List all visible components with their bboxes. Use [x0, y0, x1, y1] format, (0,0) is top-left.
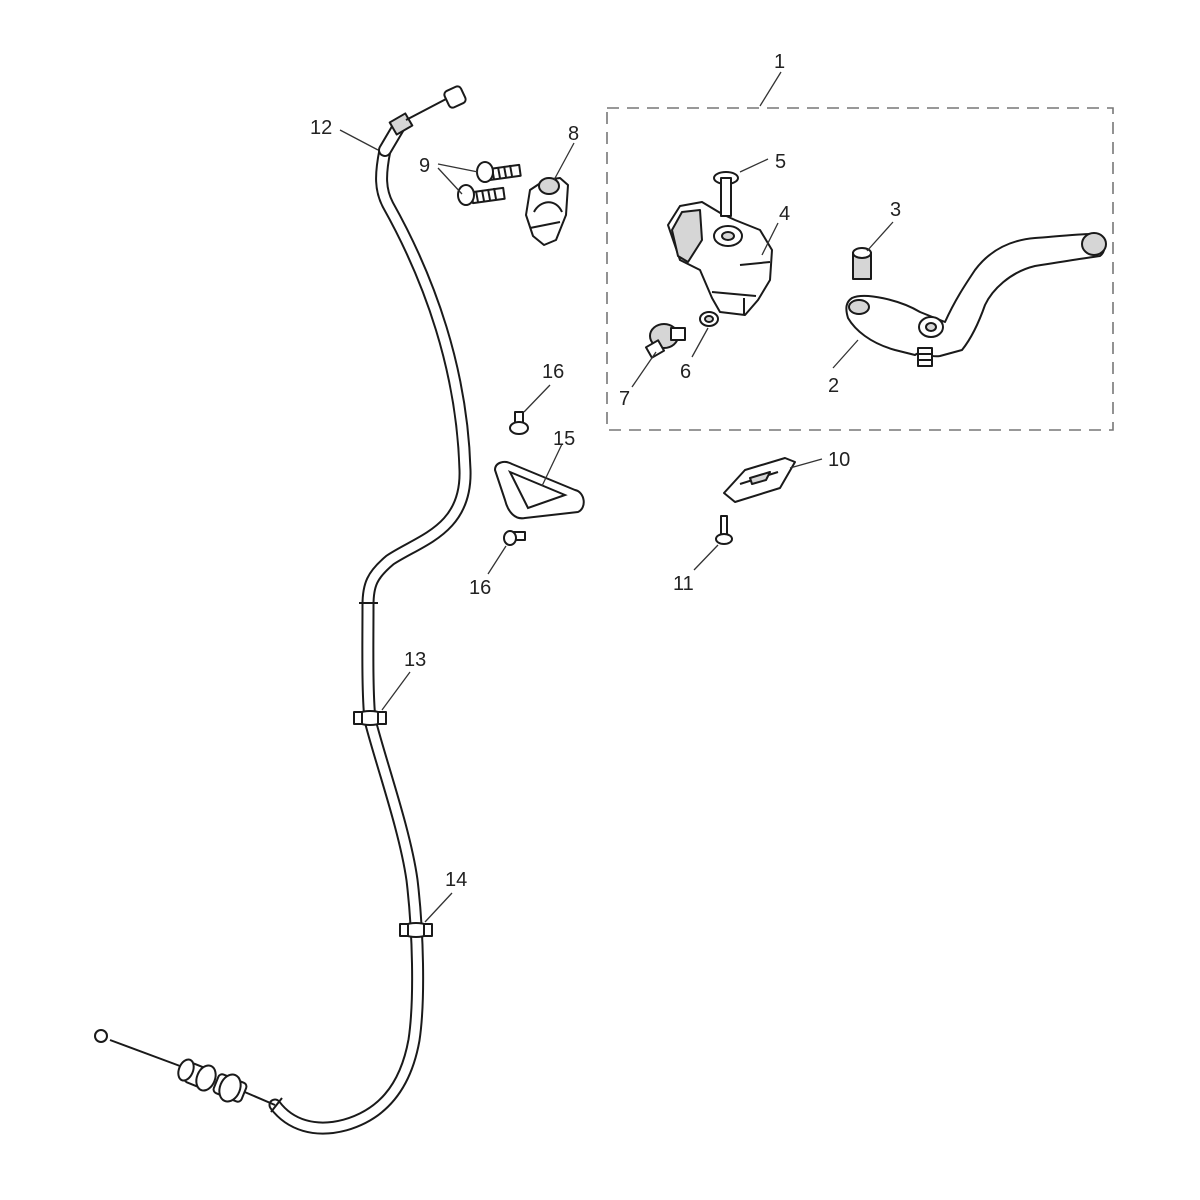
- clutch-cable[interactable]: [94, 85, 472, 1135]
- callout-8: 8: [568, 123, 579, 145]
- callout-1: 1: [774, 51, 785, 73]
- callout-labels: 1 2 3 4 5 6 7 8 9 10 11 12 13 14 15 16 1…: [310, 51, 901, 891]
- screw-11[interactable]: [715, 515, 733, 545]
- bolts-9[interactable]: [457, 161, 522, 206]
- callout-7: 7: [619, 388, 630, 410]
- bracket-15[interactable]: [494, 461, 585, 520]
- screw-16-upper[interactable]: [509, 411, 529, 435]
- callout-9: 9: [419, 155, 430, 177]
- callout-4: 4: [779, 203, 790, 225]
- adjuster-7[interactable]: [644, 323, 686, 359]
- leader-lines: [339, 71, 894, 923]
- assembly-group-box: [606, 107, 1114, 431]
- callout-11: 11: [673, 573, 694, 595]
- cable-clip-13[interactable]: [353, 710, 387, 726]
- callout-16-lower: 16: [469, 577, 491, 599]
- callout-14: 14: [445, 869, 467, 891]
- callout-3: 3: [890, 199, 901, 221]
- screw-16-lower[interactable]: [503, 530, 526, 546]
- callout-12: 12: [310, 117, 332, 139]
- callout-2: 2: [828, 375, 839, 397]
- washer-6[interactable]: [699, 311, 719, 327]
- cable-clip-14[interactable]: [399, 922, 433, 938]
- clamp-8[interactable]: [525, 177, 569, 246]
- cable-adjuster-bottom: [177, 1058, 248, 1103]
- callout-16-upper: 16: [542, 361, 564, 383]
- bush-3[interactable]: [852, 247, 872, 280]
- cover-10[interactable]: [723, 457, 796, 503]
- callout-5: 5: [775, 151, 786, 173]
- lever-bracket-4[interactable]: [667, 201, 773, 316]
- callout-10: 10: [828, 449, 850, 471]
- callout-15: 15: [553, 428, 575, 450]
- bolt-5[interactable]: [713, 171, 739, 217]
- clutch-lever-2[interactable]: [845, 232, 1107, 367]
- callout-6: 6: [680, 361, 691, 383]
- callout-13: 13: [404, 649, 426, 671]
